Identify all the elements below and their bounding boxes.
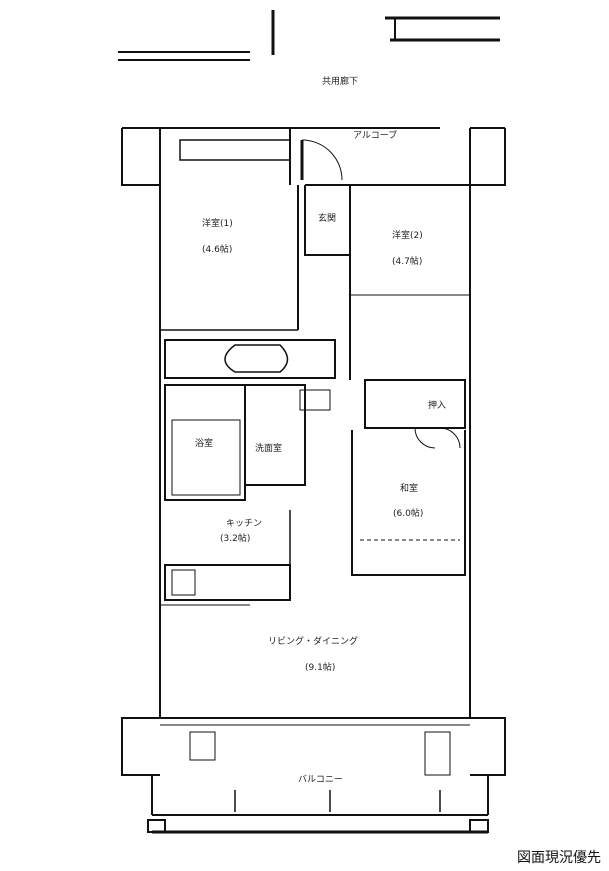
- label-corridor: 共用廊下: [322, 77, 359, 87]
- label-balcony: バルコニー: [298, 775, 343, 785]
- label-genkan: 玄関: [318, 214, 337, 224]
- label-ldk-size: (9.1帖): [305, 663, 336, 673]
- label-western1-size: (4.6帖): [202, 245, 233, 255]
- label-alcove: アルコーブ: [353, 131, 398, 141]
- label-washitsu-size: (6.0帖): [393, 509, 424, 519]
- label-ldk: リビング・ダイニング: [268, 637, 359, 647]
- label-kitchen-size: (3.2帖): [220, 534, 251, 544]
- label-western2-size: (4.7帖): [392, 257, 423, 267]
- genkan-outline: [304, 185, 351, 256]
- label-closet: 押入: [428, 401, 447, 411]
- label-washitsu: 和室: [400, 484, 419, 494]
- outer-wall-left: [121, 128, 161, 815]
- caption: 図面現況優先: [517, 850, 601, 866]
- label-washroom: 洗面室: [255, 444, 283, 454]
- label-western2: 洋室(2): [392, 231, 423, 241]
- label-bath: 浴室: [195, 439, 214, 449]
- label-western1: 洋室(1): [202, 219, 233, 229]
- label-kitchen: キッチン: [226, 519, 263, 529]
- outer-wall-right: [469, 128, 506, 815]
